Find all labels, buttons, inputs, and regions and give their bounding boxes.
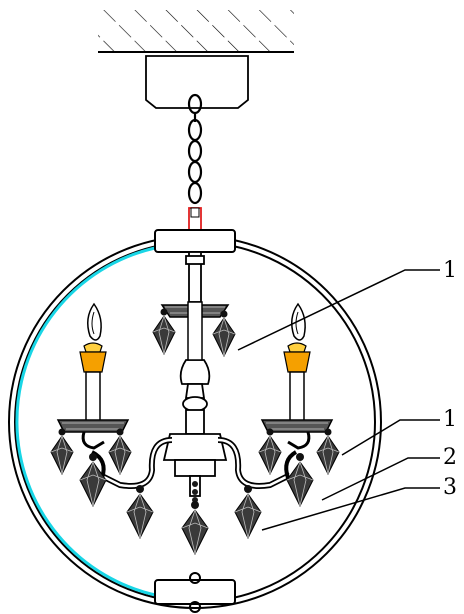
leader-3-pendant: [261, 487, 440, 531]
left-candle: [56, 302, 130, 450]
right-candle-sleeve: [289, 371, 305, 423]
leader-lines: [237, 269, 440, 531]
right-crystal-inner: [258, 428, 282, 475]
canopy: [145, 55, 249, 109]
callout-1-crystal-label: 1: [443, 258, 457, 283]
arms-inner: [99, 438, 291, 488]
left-crystal-outer: [50, 428, 74, 475]
hook-link: [190, 207, 200, 218]
ceiling: [98, 10, 294, 53]
right-arm-pendant: [234, 484, 262, 539]
chain: [187, 93, 203, 205]
right-crystal-outer: [316, 428, 340, 475]
left-candle-base: [79, 351, 107, 373]
right-candle-base: [283, 351, 311, 373]
callout-3-pendant-label: 3: [443, 475, 457, 500]
ceiling-hatch: [98, 10, 294, 52]
top-collar: [154, 229, 236, 253]
central-stem: [162, 251, 228, 497]
stem-beads: [192, 481, 198, 503]
bottom-collar: [154, 579, 236, 605]
right-crystal-drop: [286, 452, 314, 507]
left-crystal-inner: [108, 428, 132, 475]
left-flame: [87, 302, 102, 341]
left-arm-pendant: [126, 484, 154, 539]
callout-1-ring-label: 1: [443, 407, 457, 432]
bottom-loop: [189, 572, 201, 584]
leader-2-arm: [321, 457, 440, 501]
bottom-finial: [189, 601, 201, 613]
right-flame: [291, 302, 306, 341]
leader-1-ring: [341, 419, 440, 456]
leader-1-crystal: [237, 269, 440, 351]
left-candle-sleeve: [85, 371, 101, 423]
right-candle: [260, 302, 334, 450]
callout-2-arm-label: 2: [443, 445, 457, 470]
center-pendant: [181, 500, 209, 555]
ring-highlight: [15, 246, 161, 598]
